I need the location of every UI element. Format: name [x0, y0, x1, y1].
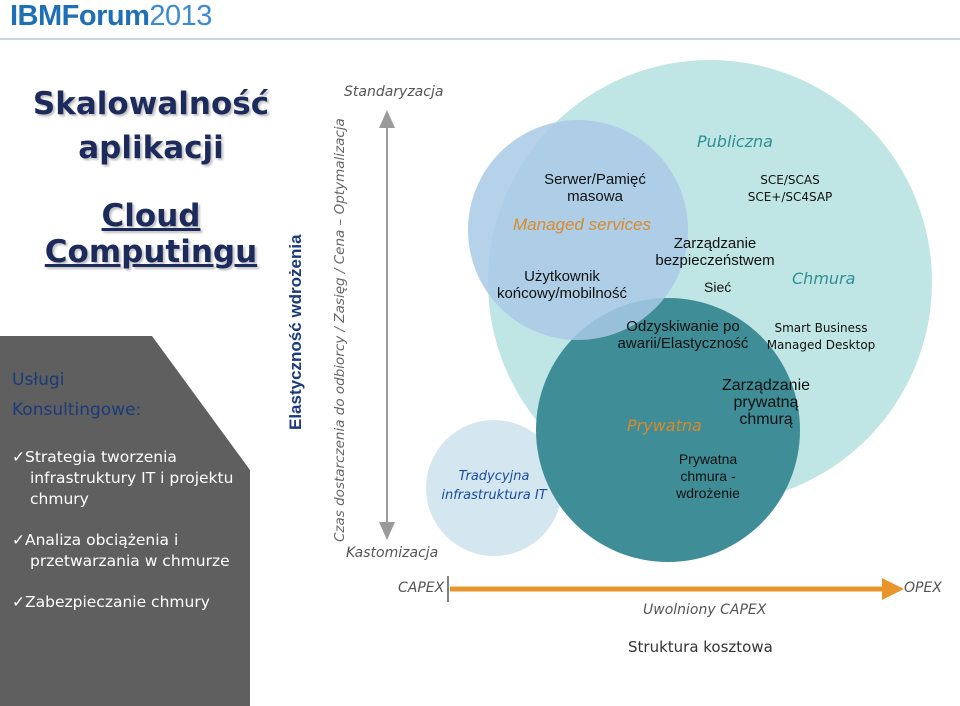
network-label: Sieć — [704, 279, 732, 295]
managed-services-circle — [468, 120, 688, 340]
ibm-forum-logo: IBMForum2013 — [10, 0, 212, 32]
cost-structure-label: Struktura kosztowa — [628, 638, 773, 656]
header-divider — [0, 38, 960, 40]
sce-label: SCE/SCAS SCE+/SC4SAP — [747, 173, 833, 204]
bullet-1: ✓Strategia tworzenia infrastruktury IT i… — [12, 448, 234, 508]
title-line-3: Cloud Computingu — [44, 198, 258, 270]
check-icon: ✓ — [12, 531, 25, 549]
title-line-1: Skalowalność — [32, 86, 270, 122]
title-line-2: aplikacji — [78, 130, 224, 166]
end-user-label: Użytkownik końcowy/mobilność — [496, 268, 628, 302]
left-dark-panel — [0, 336, 250, 706]
private-deployment-label: Prywatna chmura - wdrożenie — [676, 451, 740, 501]
axis-top-label: Standaryzacja — [344, 84, 444, 100]
check-icon: ✓ — [12, 448, 25, 466]
services-heading-2: Konsultingowe: — [12, 400, 142, 420]
cloud-label: Chmura — [792, 269, 856, 288]
private-management-label: Zarządzanie prywatną chmurą — [721, 377, 811, 428]
smart-business-label: Smart Business Managed Desktop — [766, 321, 876, 352]
bullet-2: ✓Analiza obciążenia i przetwarzania w ch… — [12, 531, 230, 570]
axis-bottom-label: Kastomizacja — [346, 545, 439, 561]
services-heading-1: Usługi — [12, 370, 65, 390]
security-management-label: Zarządzanie bezpieczeństwem — [655, 235, 775, 269]
check-icon: ✓ — [12, 593, 25, 611]
released-capex-label: Uwolniony CAPEX — [643, 602, 767, 618]
vertical-axis-arrow-up — [379, 110, 395, 128]
managed-services-label: Managed services — [513, 215, 651, 234]
private-label: Prywatna — [627, 416, 702, 435]
traditional-it-circle — [426, 420, 562, 556]
capex-label: CAPEX — [398, 580, 445, 596]
header-bar: IBMForum2013 — [0, 0, 960, 34]
recovery-label: Odzyskiwanie po awarii/Elastyczność — [617, 318, 749, 352]
server-storage-label: Serwer/Pamięć masowa — [544, 171, 646, 205]
private-cloud-circle — [536, 298, 800, 562]
vertical-axis-arrow-down — [379, 522, 395, 540]
public-label: Publiczna — [697, 132, 773, 151]
traditional-it-label: Tradycyjna infrastruktura IT — [441, 469, 547, 503]
bullet-3: ✓Zabezpieczanie chmury — [12, 593, 210, 611]
cost-axis-arrow — [882, 578, 904, 600]
opex-label: OPEX — [904, 580, 942, 596]
